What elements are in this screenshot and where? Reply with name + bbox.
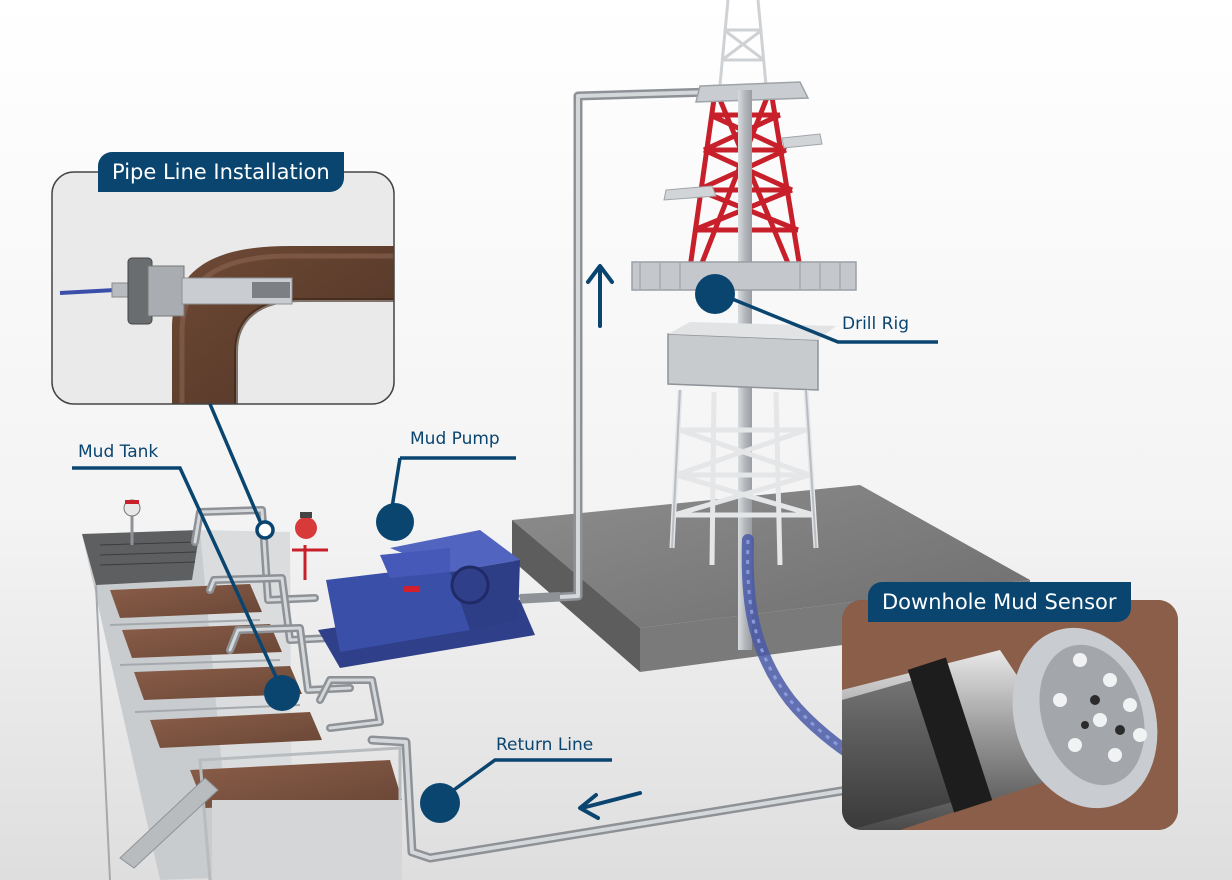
return-pipe [367,735,865,863]
downhole-mud-sensor-title: Downhole Mud Sensor [868,582,1131,622]
mud-pump [292,512,561,668]
mud-tank-label: Mud Tank [78,442,159,462]
pipe-line-marker-ring [255,520,275,540]
pipe-line-installation-inset [51,171,395,405]
arrow-left-icon [578,791,642,820]
downhole-mud-sensor-inset [842,600,1178,830]
leader-lines [72,290,938,802]
arrow-up-icon [586,264,614,328]
callout-dots [264,274,735,823]
return-line-label: Return Line [496,735,594,755]
tank-piping [191,506,384,732]
drill-rig-label: Drill Rig [842,314,909,334]
pipe-line-installation-title: Pipe Line Installation [98,152,344,192]
drill-rig-tower [631,0,857,650]
mud-pump-label: Mud Pump [410,429,500,449]
